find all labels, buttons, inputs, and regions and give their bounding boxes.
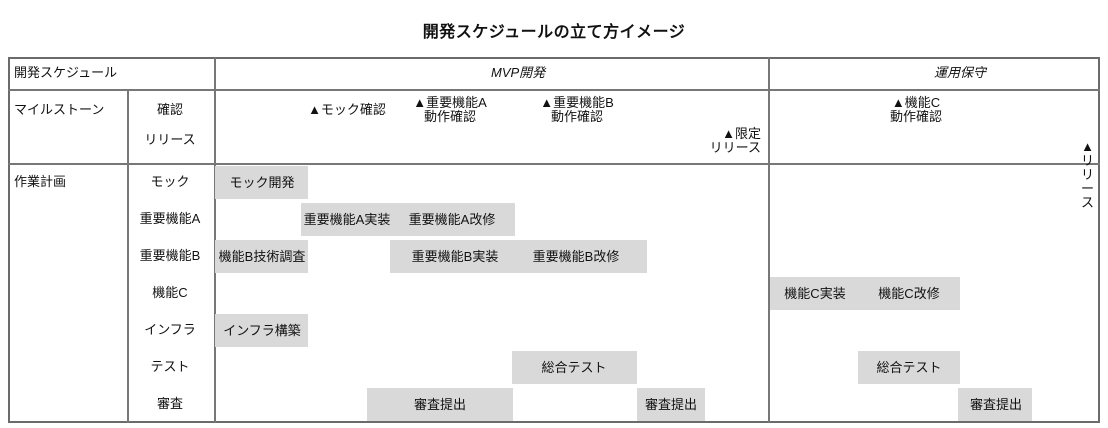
header-divider-line [8, 89, 1100, 91]
gantt-bar-label: モック開発 [229, 174, 295, 190]
milestone-row-kakunin: 確認 [156, 102, 184, 117]
gantt-bar-label: 機能C改修 [878, 285, 940, 301]
milestone-marker: ▲重要機能B 動作確認 [540, 95, 614, 124]
milestone-marker: ▲モック確認 [308, 102, 386, 117]
milestone-marker: ▲重要機能A 動作確認 [413, 95, 487, 124]
milestone-marker: ▲リリース [1080, 139, 1094, 210]
gantt-bar-label: 重要機能A実装 [303, 211, 391, 227]
label-column-divider [127, 89, 129, 423]
milestone-row-release: リリース [144, 132, 196, 147]
task-row-label-feature-c: 機能C [152, 285, 188, 300]
gantt-bar-label: 重要機能B実装 [411, 248, 499, 264]
gantt-area-divider [214, 57, 216, 423]
schedule-header-label: 開発スケジュール [14, 65, 118, 80]
task-row-label-mock: モック [150, 174, 190, 189]
gantt-bar-label: 総合テスト [876, 359, 942, 375]
gantt-bar [215, 314, 308, 347]
gantt-bar-label: 審査提出 [969, 396, 1023, 412]
milestone-divider-line [8, 163, 1100, 165]
milestone-marker: ▲限定 リリース [709, 126, 761, 155]
gantt-bar [512, 351, 637, 384]
task-row-label-test: テスト [150, 359, 190, 374]
phase-divider [768, 57, 770, 423]
gantt-bar [958, 388, 1032, 421]
task-row-label-feature-a: 重要機能A [139, 211, 201, 226]
plan-section-label: 作業計画 [14, 174, 67, 189]
gantt-bar [215, 240, 308, 273]
gantt-bar [390, 240, 647, 273]
gantt-bar-label: 審査提出 [644, 396, 698, 412]
gantt-bar-label: 重要機能A改修 [408, 211, 496, 227]
table-outer-border [8, 57, 1100, 423]
milestone-marker: ▲機能C 動作確認 [889, 95, 943, 124]
gantt-bar [770, 277, 960, 310]
page-title: 開発スケジュールの立て方イメージ [422, 24, 686, 41]
gantt-bar-label: 重要機能B改修 [532, 248, 620, 264]
gantt-bar [858, 351, 960, 384]
gantt-bar-label: 審査提出 [413, 396, 467, 412]
gantt-bar [367, 388, 513, 421]
phase-maintenance-label: 運用保守 [934, 65, 987, 80]
gantt-bar-label: 機能C実装 [784, 285, 846, 301]
task-row-label-review: 審査 [156, 396, 184, 411]
gantt-bar [637, 388, 705, 421]
milestone-section-label: マイルストーン [14, 102, 105, 117]
gantt-bar [215, 166, 308, 199]
gantt-bar-label: 総合テスト [541, 359, 607, 375]
task-row-label-infra: インフラ [144, 322, 196, 337]
gantt-bar-label: 機能B技術調査 [218, 248, 306, 264]
gantt-bar [301, 203, 515, 236]
gantt-bar-label: インフラ構築 [223, 322, 301, 338]
task-row-label-feature-b: 重要機能B [139, 248, 201, 263]
phase-mvp-label: MVP開発 [491, 65, 546, 80]
